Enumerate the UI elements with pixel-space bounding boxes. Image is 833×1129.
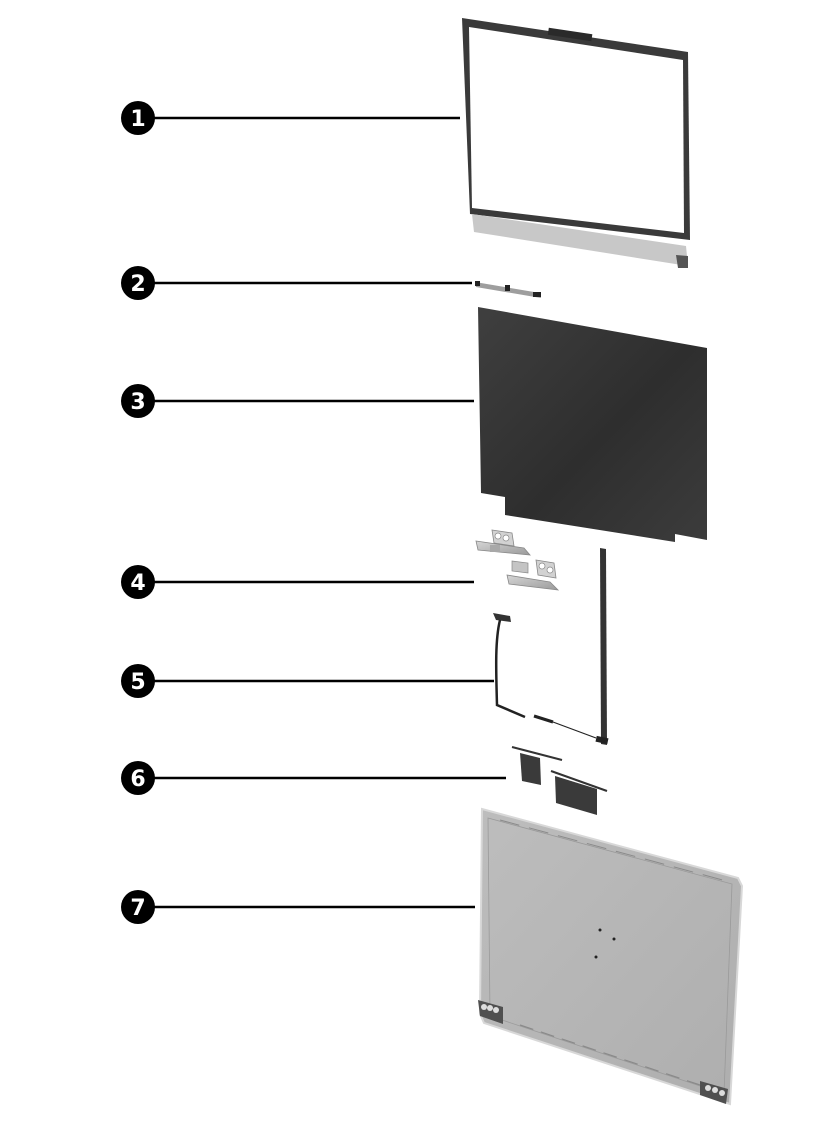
wlan-antennas [511,746,608,815]
hinge-left [475,529,531,556]
display-panel [478,307,707,542]
callout-number: 5 [130,670,145,695]
antenna-left [511,746,563,785]
cover-corner-bottom-right [700,1081,728,1104]
callout-1: 1 [121,101,460,135]
display-back-cover [478,807,744,1106]
display-bezel [462,18,690,268]
callout-number: 4 [130,571,145,596]
callout-number: 7 [130,896,145,921]
callout-7: 7 [121,890,475,924]
callout-number: 2 [130,272,145,297]
cover-corner-bottom-left [478,1000,503,1024]
display-hinges [475,529,560,591]
display-side-strip [595,548,609,745]
callout-3: 3 [121,384,474,418]
callout-6: 6 [121,761,506,795]
bezel-bottom-strip [472,214,688,266]
callout-number: 3 [130,390,145,415]
callout-4: 4 [121,565,474,599]
callout-number: 6 [130,767,145,792]
webcam-module [475,281,541,298]
display-cable [493,613,597,739]
antenna-right [550,770,608,815]
hinge-right [506,559,560,591]
webcam-window [547,27,593,42]
callout-5: 5 [121,664,494,698]
callout-number: 1 [130,107,145,132]
callout-2: 2 [121,266,472,300]
